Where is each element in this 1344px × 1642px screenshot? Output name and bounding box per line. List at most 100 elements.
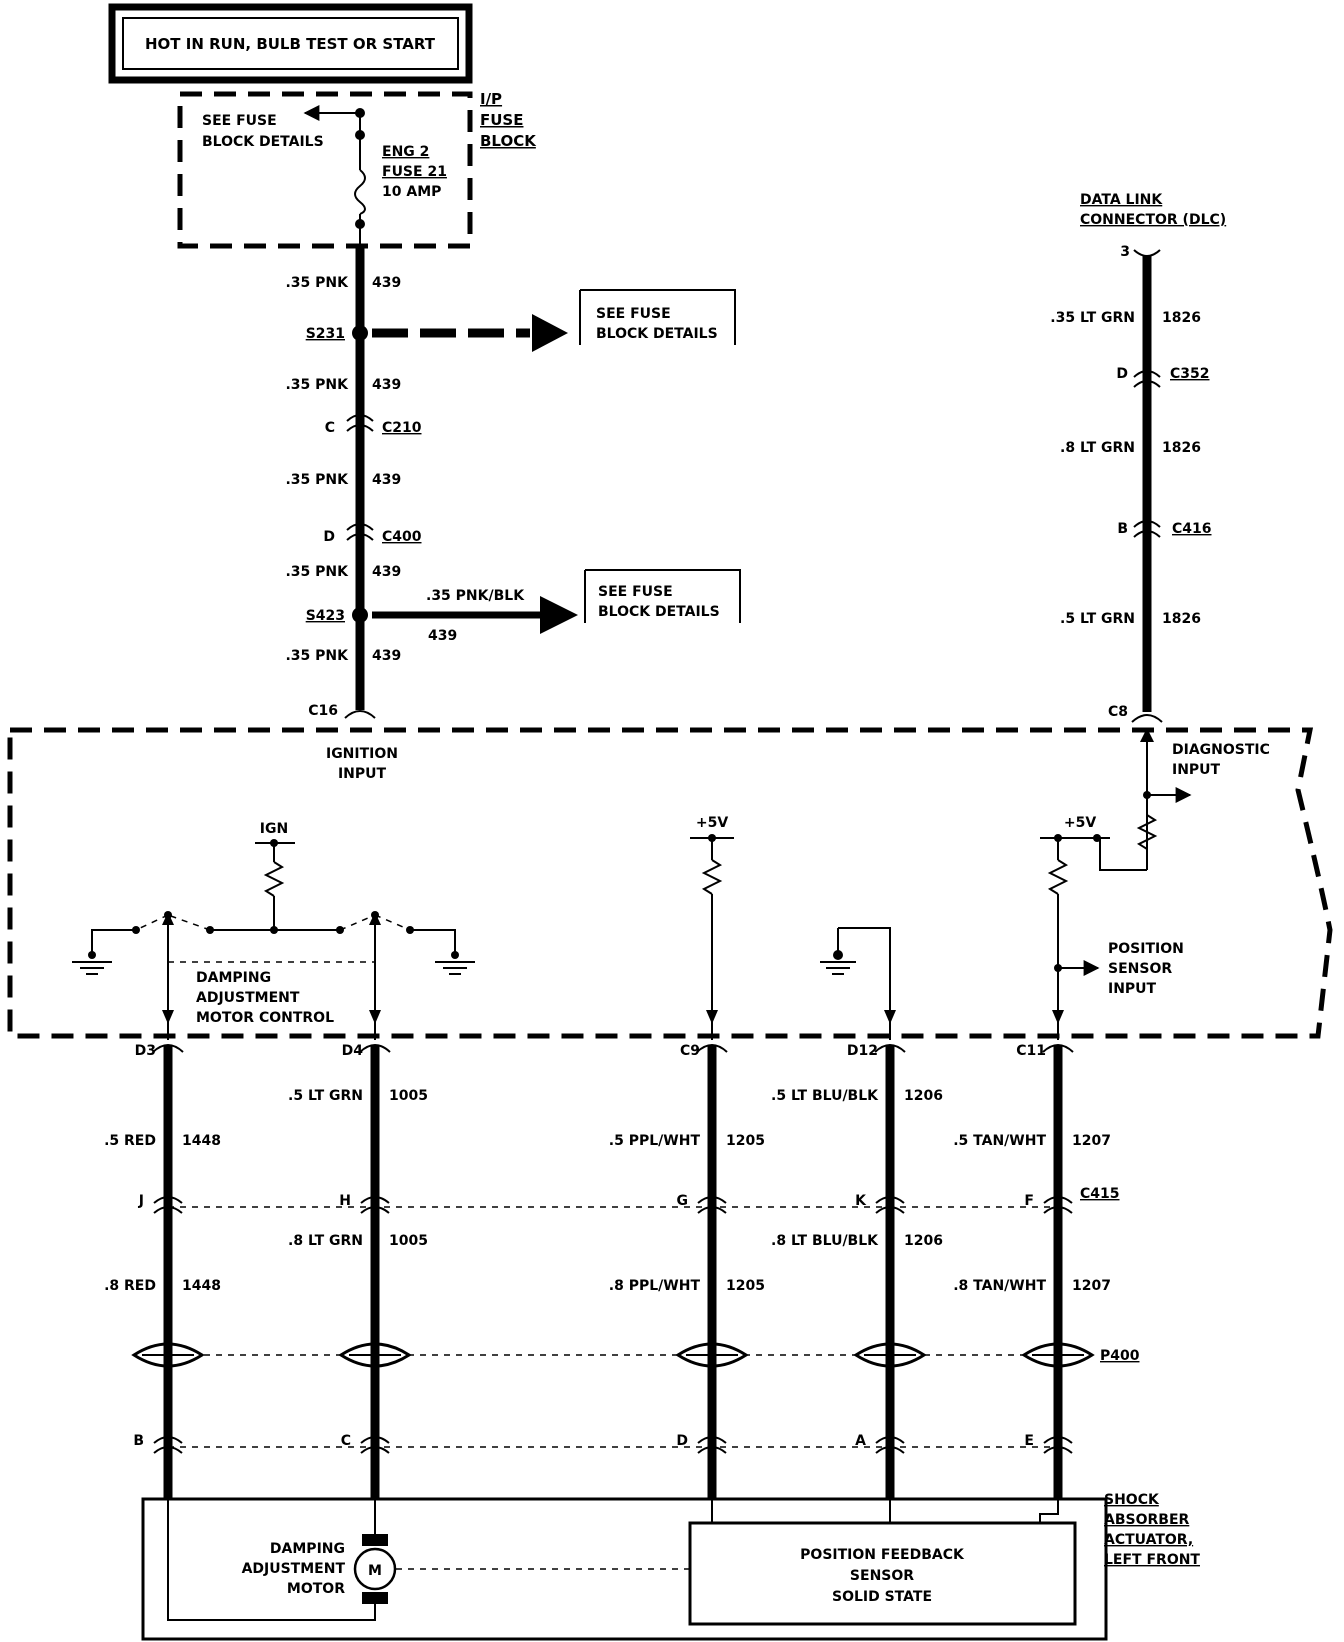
svg-text:SENSOR: SENSOR bbox=[1108, 961, 1172, 977]
splice-s231 bbox=[352, 325, 368, 341]
svg-text:C210: C210 bbox=[382, 420, 422, 436]
pin-c8: C8 bbox=[1108, 704, 1128, 720]
svg-text:CONNECTOR (DLC): CONNECTOR (DLC) bbox=[1080, 212, 1226, 228]
c415-pin: K bbox=[855, 1193, 867, 1209]
actuator-connector bbox=[697, 1436, 727, 1444]
svg-text:DIAGNOSTIC: DIAGNOSTIC bbox=[1172, 742, 1270, 758]
svg-text:MOTOR: MOTOR bbox=[287, 1581, 345, 1597]
svg-text:3: 3 bbox=[1120, 244, 1130, 260]
svg-text:.35 PNK: .35 PNK bbox=[285, 275, 349, 291]
svg-text:INPUT: INPUT bbox=[338, 766, 387, 782]
svg-text:POSITION: POSITION bbox=[1108, 941, 1184, 957]
module-connector bbox=[874, 1044, 906, 1053]
svg-text:.35 PNK/BLK: .35 PNK/BLK bbox=[426, 588, 525, 604]
svg-text:ADJUSTMENT: ADJUSTMENT bbox=[196, 990, 300, 1006]
wire-gauge: .8 LT BLU/BLK bbox=[771, 1233, 879, 1249]
svg-text:D: D bbox=[1116, 366, 1128, 382]
actuator-connector bbox=[360, 1436, 390, 1444]
svg-text:.35 PNK: .35 PNK bbox=[285, 472, 349, 488]
wire-gauge: .5 PPL/WHT bbox=[609, 1133, 701, 1149]
svg-text:DAMPING: DAMPING bbox=[196, 970, 271, 986]
module-connector bbox=[1042, 1044, 1074, 1053]
pin-c16: C16 bbox=[308, 703, 338, 719]
fuse-name-l1: ENG 2 bbox=[382, 144, 429, 160]
svg-text:INPUT: INPUT bbox=[1172, 762, 1221, 778]
wire-gauge: .8 TAN/WHT bbox=[953, 1278, 1046, 1294]
wire-gauge: .5 RED bbox=[104, 1133, 156, 1149]
connector-c415-label: C415 bbox=[1080, 1186, 1120, 1202]
c415-pin: G bbox=[677, 1193, 689, 1209]
position-feedback-sensor bbox=[688, 1521, 1077, 1626]
actuator-pin: D bbox=[676, 1433, 688, 1449]
svg-text:IGN: IGN bbox=[260, 821, 288, 837]
svg-text:B: B bbox=[1117, 521, 1128, 537]
c415-connector bbox=[1043, 1196, 1073, 1204]
svg-text:SOLID STATE: SOLID STATE bbox=[832, 1589, 932, 1605]
wire-gauge: .5 LT GRN bbox=[288, 1088, 363, 1104]
c415-connector bbox=[697, 1196, 727, 1204]
fuse-symbol bbox=[354, 169, 366, 215]
svg-text:C400: C400 bbox=[382, 529, 422, 545]
ip-fuse-block: I/P FUSE BLOCK SEE FUSE BLOCK DETAILS EN… bbox=[177, 90, 537, 249]
actuator-connector bbox=[875, 1436, 905, 1444]
wire-circuit: 1207 bbox=[1072, 1133, 1111, 1149]
svg-text:DATA LINK: DATA LINK bbox=[1080, 192, 1163, 208]
c415-connector bbox=[153, 1196, 183, 1204]
svg-text:.35 LT GRN: .35 LT GRN bbox=[1050, 310, 1135, 326]
svg-text:DAMPING: DAMPING bbox=[270, 1541, 345, 1557]
fuse-rating: 10 AMP bbox=[382, 184, 441, 200]
module-connector bbox=[152, 1044, 184, 1053]
c415-pin: J bbox=[138, 1193, 144, 1209]
actuator-pin: A bbox=[855, 1433, 866, 1449]
wire-circuit: 1448 bbox=[182, 1133, 221, 1149]
svg-text:.35 PNK: .35 PNK bbox=[285, 648, 349, 664]
wire-gauge: .5 TAN/WHT bbox=[953, 1133, 1046, 1149]
svg-text:.8 LT GRN: .8 LT GRN bbox=[1060, 440, 1135, 456]
fuse-block-name-l1: I/P bbox=[480, 90, 502, 108]
fuse-see-l2: BLOCK DETAILS bbox=[202, 134, 324, 150]
svg-text:POSITION FEEDBACK: POSITION FEEDBACK bbox=[800, 1547, 965, 1563]
svg-text:SEE FUSE: SEE FUSE bbox=[596, 306, 671, 322]
wire-gauge: .5 LT BLU/BLK bbox=[771, 1088, 879, 1104]
passthrough-p400-label: P400 bbox=[1100, 1348, 1140, 1364]
module-pin: D3 bbox=[135, 1043, 156, 1059]
svg-text:439: 439 bbox=[372, 564, 401, 580]
power-source-header: HOT IN RUN, BULB TEST OR START bbox=[108, 3, 473, 84]
svg-text:M: M bbox=[368, 1563, 382, 1579]
c415-pin: F bbox=[1024, 1193, 1034, 1209]
wire-circuit: 1207 bbox=[1072, 1278, 1111, 1294]
wire-gauge: .8 PPL/WHT bbox=[609, 1278, 701, 1294]
actuator-pin: C bbox=[341, 1433, 351, 1449]
module-pin: C11 bbox=[1016, 1043, 1046, 1059]
svg-text:+5V: +5V bbox=[696, 815, 728, 831]
svg-text:LEFT FRONT: LEFT FRONT bbox=[1104, 1552, 1200, 1568]
wire-circuit: 1448 bbox=[182, 1278, 221, 1294]
svg-text:439: 439 bbox=[372, 377, 401, 393]
wire-circuit: 1005 bbox=[389, 1088, 428, 1104]
module-connector bbox=[696, 1044, 728, 1053]
wire-circuit: 1205 bbox=[726, 1133, 765, 1149]
svg-text:S423: S423 bbox=[306, 608, 345, 624]
connector-c352: D C352 bbox=[1116, 366, 1210, 388]
svg-text:C416: C416 bbox=[1172, 521, 1212, 537]
svg-text:SHOCK: SHOCK bbox=[1104, 1492, 1160, 1508]
wire-circuit: 1205 bbox=[726, 1278, 765, 1294]
splice-s423 bbox=[352, 607, 368, 623]
svg-text:SENSOR: SENSOR bbox=[850, 1568, 914, 1584]
shock-absorber-actuator: SHOCK ABSORBER ACTUATOR, LEFT FRONT M DA… bbox=[141, 1492, 1200, 1641]
svg-text:ADJUSTMENT: ADJUSTMENT bbox=[242, 1561, 346, 1577]
svg-text:439: 439 bbox=[428, 628, 457, 644]
wire-gauge: .8 LT GRN bbox=[288, 1233, 363, 1249]
svg-text:439: 439 bbox=[372, 472, 401, 488]
svg-text:S231: S231 bbox=[306, 326, 345, 342]
svg-text:SEE FUSE: SEE FUSE bbox=[598, 584, 673, 600]
svg-text:IGNITION: IGNITION bbox=[326, 746, 398, 762]
svg-text:D: D bbox=[323, 529, 335, 545]
wire-gauge: .8 RED bbox=[104, 1278, 156, 1294]
svg-text:439: 439 bbox=[372, 648, 401, 664]
svg-text:.5 LT GRN: .5 LT GRN bbox=[1060, 611, 1135, 627]
fuse-block-name-l2: FUSE bbox=[480, 111, 523, 129]
module-pin: D4 bbox=[342, 1043, 364, 1059]
